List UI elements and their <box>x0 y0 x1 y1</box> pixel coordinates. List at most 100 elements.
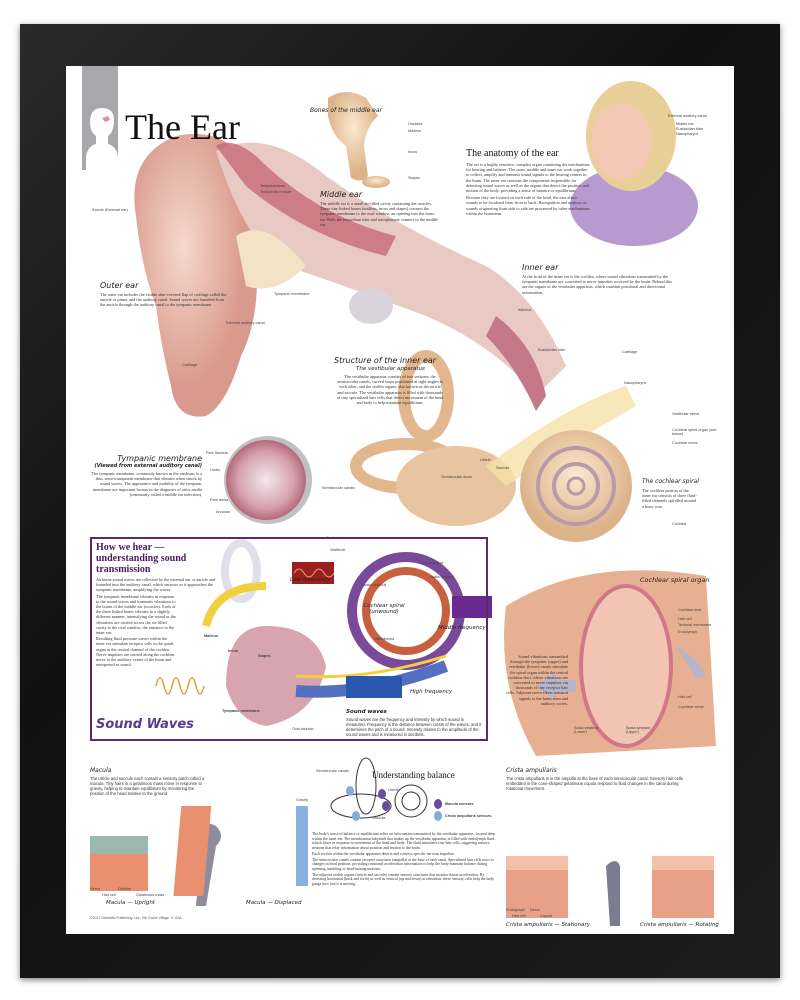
eustachian-tube <box>486 316 546 411</box>
middle-ear-text: The middle ear is a small air-filled cav… <box>320 201 439 227</box>
balance-cochlea <box>394 784 428 818</box>
poster-title: The Ear <box>125 107 240 147</box>
label-balance-utricle: Utricle <box>388 788 399 792</box>
label-crista-cupula: Cupula <box>540 914 553 918</box>
label-spiral-organ: Cochlear spiral organ (see below) <box>672 428 717 436</box>
balance-p2: Each section within the vestibular appar… <box>312 851 455 856</box>
sound-waves-title: Sound Waves <box>96 717 194 732</box>
legend-macula: Macula sensors <box>445 802 474 806</box>
label-malleus: Malleus <box>408 129 422 133</box>
outer-ear-text: The outer ear includes the visible skin-… <box>100 292 227 308</box>
cochlea-small <box>349 288 393 324</box>
crista-stationary-caption: Crista ampullaris — Stationary <box>506 922 590 928</box>
label-cochlear-nerve: Cochlear nerve <box>672 441 698 445</box>
label-otoliths: Otoliths <box>118 887 131 891</box>
middle-frequency-wave <box>452 596 492 618</box>
legend-macula-swatch <box>434 799 442 809</box>
crista-rotating-caption: Crista ampullaris — Rotating <box>640 922 719 928</box>
how-we-hear-p1: Airborne sound waves are collected by th… <box>96 577 216 593</box>
label-ossicles: Ossicles <box>408 122 423 126</box>
how-we-hear-p3: Resulting fluid pressure waves within th… <box>96 636 175 668</box>
label-gravity: Gravity <box>296 798 309 802</box>
cochlear-spiral-heading: The cochlear spiral <box>642 478 699 485</box>
structure-subheading: The vestibular apparatus <box>356 366 425 372</box>
balance-text: The body's sense of balance or equilibri… <box>312 832 498 887</box>
ear-highlight-icon <box>102 116 110 122</box>
how-we-hear-text-column: How we hear — understanding sound transm… <box>96 542 226 667</box>
label-cartilage: Cartilage <box>182 363 198 367</box>
label-oval-window-2: Oval window <box>292 727 314 731</box>
label-external-auditory-canal: External auditory canal <box>226 321 265 325</box>
canal-loop <box>221 539 261 603</box>
poster: The Ear Bones of the middle ear Ossicles… <box>66 66 734 934</box>
outer-ear-heading: Outer ear <box>100 281 139 290</box>
sound-wave-lines <box>155 677 205 695</box>
label-helicotrema: Helicotrema <box>374 637 395 641</box>
balance-p1: The body's sense of balance or equilibri… <box>312 832 496 851</box>
label-organ-cochlear-duct: Cochlear duct <box>678 608 702 612</box>
flow-arrow-right <box>676 646 706 678</box>
label-isthmus: Isthmus <box>518 308 532 312</box>
label-eustachian-tube: Eustachian tube <box>676 127 704 131</box>
high-frequency-label: High frequency <box>410 689 453 695</box>
label-utricle: Utricle <box>480 458 491 462</box>
label-crista-endolymph: Endolymph <box>506 908 525 912</box>
tympanic-section: Tympanic membrane (Viewed from external … <box>66 454 202 497</box>
balance-canal <box>355 757 377 815</box>
tympanic-heading: Tympanic membrane <box>117 454 202 463</box>
head-silhouette-icon <box>86 108 118 170</box>
low-frequency-label: Low frequency <box>290 577 331 583</box>
spinning-figure <box>606 861 620 926</box>
low-frequency-wave <box>292 562 334 584</box>
label-crista-nerve: Nerve <box>530 908 541 912</box>
balance-p3: The semicircular canals contain receptor… <box>312 857 494 871</box>
ossicles-illustration <box>328 92 378 181</box>
girl-shirt <box>570 166 698 246</box>
auricle-illustration <box>134 134 257 417</box>
label-crista-hair-cell: Hair cell <box>512 914 526 918</box>
middle-frequency-label: Middle frequency <box>438 625 486 631</box>
organ-heading: Cochlear spiral organ <box>640 576 710 584</box>
label-middle-ear: Middle ear <box>676 122 694 126</box>
label-cochlea: Cochlea <box>672 522 686 526</box>
balance-p4: The adjacent otolith organs (utricle and… <box>312 872 495 887</box>
macula-displaced-block <box>173 806 212 896</box>
copyright: ©2017 Scientific Publishing, Ltd., Elk G… <box>90 916 182 920</box>
anatomy-heading: The anatomy of the ear <box>466 148 559 159</box>
balance-heading: Understanding balance <box>372 770 455 780</box>
label-pars-tensa: Pars tensa <box>210 498 229 502</box>
crista-sensor <box>346 786 354 796</box>
label-balance-saccule: Saccule <box>372 816 386 820</box>
label-pars-flaccida: Pars flaccida <box>206 451 228 455</box>
anatomy-section: The anatomy of the ear The ear is a high… <box>466 148 590 216</box>
structure-text: The vestibular apparatus consists of two… <box>336 374 444 406</box>
inner-ear-heading: Inner ear <box>522 263 559 272</box>
middle-ear-heading: Middle ear <box>320 190 363 199</box>
macula-heading: Macula <box>90 767 112 774</box>
legend-crista: Crista ampullaris sensors <box>445 814 492 818</box>
macula-upright-caption: Macula — Upright <box>106 900 155 906</box>
label-stapes-2: Stapes <box>258 654 271 658</box>
gravity-arrow <box>296 806 308 886</box>
label-organ-hair-cell: Hair cell <box>678 617 692 621</box>
structure-heading: Structure of the inner ear <box>334 356 437 365</box>
label-tympanic-membrane: Tympanic membrane <box>274 292 310 296</box>
tympanic-subheading: (Viewed from external auditory canal) <box>94 463 202 469</box>
label-macula-hair-cell: Hair cell <box>102 893 116 897</box>
label-tectorial-membrane: Tectorial membrane <box>678 623 712 627</box>
sound-waves-heading: Sound waves <box>346 709 387 715</box>
sound-path-arrow <box>202 582 267 628</box>
cartilage-illustration <box>236 230 306 289</box>
label-macula-nerve: Nerve <box>90 887 101 891</box>
how-we-hear-panel: How we hear — understanding sound transm… <box>90 537 488 741</box>
cochlear-spiral-text: The cochlear portion of the inner ear co… <box>642 488 697 509</box>
macula-text: The utricle and saccule each contain a s… <box>90 776 205 796</box>
tympanic-text: The tympanic membrane, commonly known as… <box>91 471 202 497</box>
label-balance-canals: Semicircular canals <box>316 769 349 773</box>
crista-heading: Crista ampullaris <box>506 767 557 774</box>
label-cochlear-duct: Cochlear duct <box>420 561 444 565</box>
label-external-canal: External auditory canal <box>668 114 707 118</box>
illustrations <box>82 66 716 926</box>
label-semicircular-canals: Semicircular canals <box>322 486 355 490</box>
label-tympanic-2: Tympanic membrane <box>222 709 260 713</box>
